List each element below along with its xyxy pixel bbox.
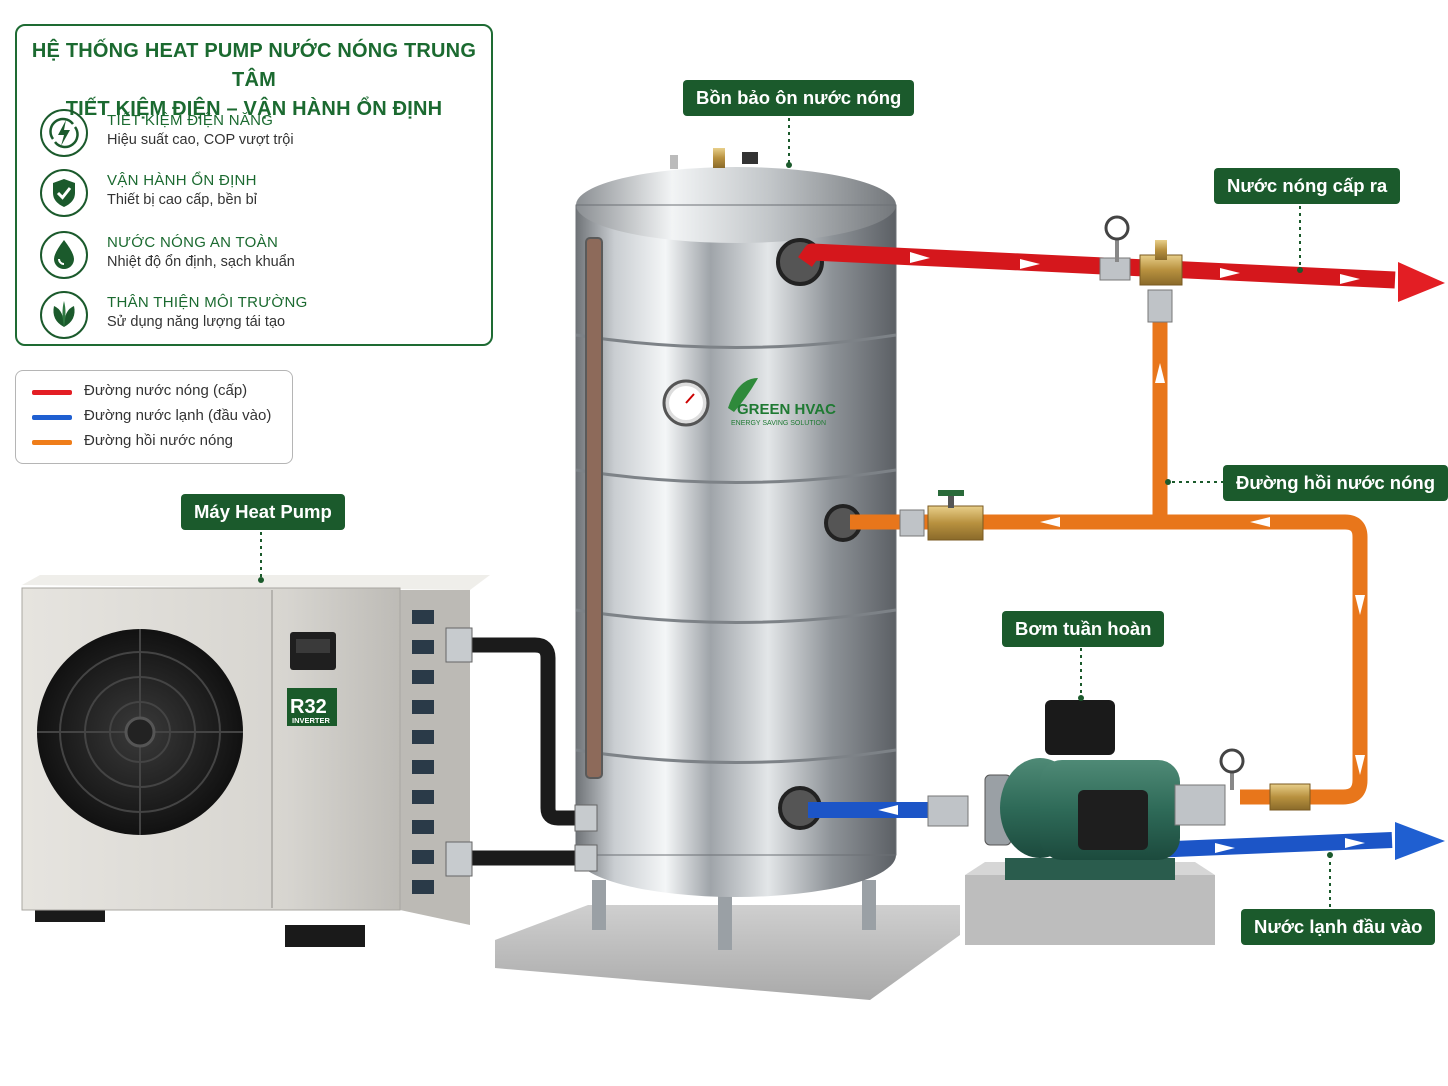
sight-glass xyxy=(585,237,603,779)
heat-pump-connection-pipes xyxy=(470,637,590,866)
feature-desc: Nhiệt độ ổn định, sạch khuẩn xyxy=(107,254,295,270)
feature-desc: Sử dụng năng lượng tái tạo xyxy=(107,314,286,330)
legend-label: Đường hồi nước nóng xyxy=(84,432,234,449)
title-line-2: TIẾT KIỆM ĐIỆN – VẬN HÀNH ỔN ĐỊNH xyxy=(65,98,443,120)
tank-brand: GREEN HVAC xyxy=(737,401,836,418)
tank-leg xyxy=(718,890,732,950)
feature-title: NƯỚC NÓNG AN TOÀN xyxy=(107,234,279,251)
title-line-1: HỆ THỐNG HEAT PUMP NƯỚC NÓNG TRUNG TÂM xyxy=(31,40,477,91)
cold-inlet-arrow-icon xyxy=(1395,822,1445,860)
energy-saving-icon xyxy=(40,109,88,157)
label-pump: Bơm tuần hoàn xyxy=(1002,611,1165,647)
cold-water-pipe xyxy=(808,802,1445,860)
feature-title: TIẾT KIỆM ĐIỆN NĂNG xyxy=(107,112,274,129)
feature-desc: Thiết bị cao cấp, bền bỉ xyxy=(107,192,257,208)
tank-leg xyxy=(862,880,876,930)
tank-tagline: ENERGY SAVING SOLUTION xyxy=(731,420,826,427)
circulation-pump xyxy=(984,700,1226,880)
inverter-badge: INVERTER xyxy=(292,716,331,725)
shield-check-icon xyxy=(40,169,88,217)
legend-swatch xyxy=(32,440,72,445)
feature-desc: Hiệu suất cao, COP vượt trội xyxy=(107,132,294,148)
panel-title: HỆ THỐNG HEAT PUMP NƯỚC NÓNG TRUNG TÂM T… xyxy=(17,37,491,124)
feature-title: THÂN THIỆN MÔI TRƯỜNG xyxy=(107,294,308,311)
tank-leg xyxy=(592,880,606,930)
hot-water-pipe xyxy=(798,243,1445,302)
hot-line-gauge-icon xyxy=(1104,215,1130,262)
water-drop-icon xyxy=(40,231,88,279)
line-legend: Đường nước nóng (cấp) Đường nước lạnh (đ… xyxy=(15,370,293,464)
pump-concrete-base xyxy=(965,875,1215,945)
legend-label: Đường nước lạnh (đầu vào) xyxy=(84,407,272,424)
label-hot-out: Nước nóng cấp ra xyxy=(1214,168,1401,204)
legend-swatch xyxy=(32,390,72,395)
tank-logo: GREEN HVAC ENERGY SAVING SOLUTION xyxy=(728,378,836,427)
info-panel: HỆ THỐNG HEAT PUMP NƯỚC NÓNG TRUNG TÂM T… xyxy=(15,24,493,346)
tank-concrete-base xyxy=(495,905,960,1000)
leaf-icon xyxy=(40,291,88,339)
tank-pressure-gauge-icon xyxy=(662,379,710,427)
heat-pump-unit: R32 INVERTER xyxy=(21,575,490,947)
legend-label: Đường nước nóng (cấp) xyxy=(84,382,248,399)
label-return-line: Đường hồi nước nóng xyxy=(1223,465,1448,501)
legend-swatch xyxy=(32,415,72,420)
pump-control-box xyxy=(1045,700,1115,755)
pump-line-gauge-icon xyxy=(1219,748,1245,790)
label-tank: Bồn bảo ôn nước nóng xyxy=(683,80,915,116)
feature-title: VẬN HÀNH ỔN ĐỊNH xyxy=(107,172,257,189)
label-heat-pump: Máy Heat Pump xyxy=(181,494,345,530)
brand-leaf-icon xyxy=(728,378,758,412)
hot-outlet-arrow-icon xyxy=(1398,262,1445,302)
leader-lines xyxy=(260,118,1331,908)
return-valve xyxy=(927,505,984,541)
label-cold-in: Nước lạnh đầu vào xyxy=(1241,909,1436,945)
valve-handle-icon xyxy=(938,490,964,496)
refrigerant-badge: R32 xyxy=(290,696,327,718)
